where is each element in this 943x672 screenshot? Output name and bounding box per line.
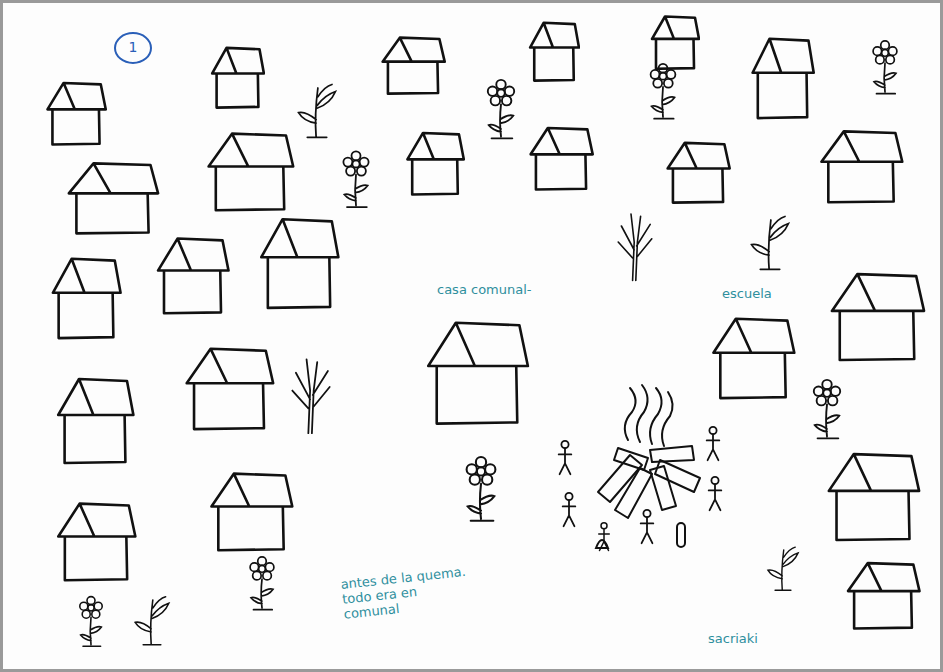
place-label: sacriaki (708, 632, 758, 647)
building-label: casa comunal- (437, 283, 532, 298)
building-label: escuela (722, 287, 772, 302)
callout-number: 1 (121, 39, 145, 55)
